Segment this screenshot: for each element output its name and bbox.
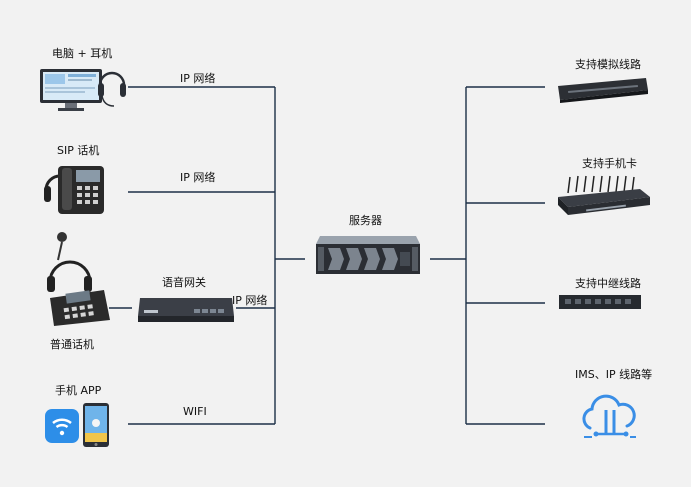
link-label-sip-phone: IP 网络 xyxy=(180,171,216,184)
link-label-computer: IP 网络 xyxy=(180,72,216,85)
link-label-gateway: IP 网络 xyxy=(232,294,268,307)
voice-gateway-icon xyxy=(136,292,236,324)
server-icon xyxy=(314,234,422,276)
cloud-icon xyxy=(576,388,640,442)
link-label-mobile: WIFI xyxy=(183,405,207,418)
gateway-label: 语音网关 xyxy=(162,276,206,289)
device-label-computer: 电脑 + 耳机 xyxy=(52,47,113,60)
device-label-analog-card: 支持模拟线路 xyxy=(575,58,641,71)
device-label-analog-phone: 普通话机 xyxy=(50,338,94,351)
trunk-gateway-icon xyxy=(557,293,643,311)
analog-line-card-icon xyxy=(556,76,650,104)
device-label-sip-phone: SIP 话机 xyxy=(57,144,100,157)
device-label-cloud: IMS、IP 线路等 xyxy=(575,368,653,381)
mobile-app-icon xyxy=(45,403,111,449)
device-label-sim-gateway: 支持手机卡 xyxy=(582,157,637,170)
sim-gateway-icon xyxy=(556,173,652,219)
analog-phone-icon xyxy=(44,230,112,328)
computer-headset-icon xyxy=(38,63,126,115)
device-label-mobile: 手机 APP xyxy=(55,384,102,397)
server-label: 服务器 xyxy=(349,214,382,227)
sip-phone-icon xyxy=(42,160,106,216)
device-label-trunk-gateway: 支持中继线路 xyxy=(575,277,641,290)
